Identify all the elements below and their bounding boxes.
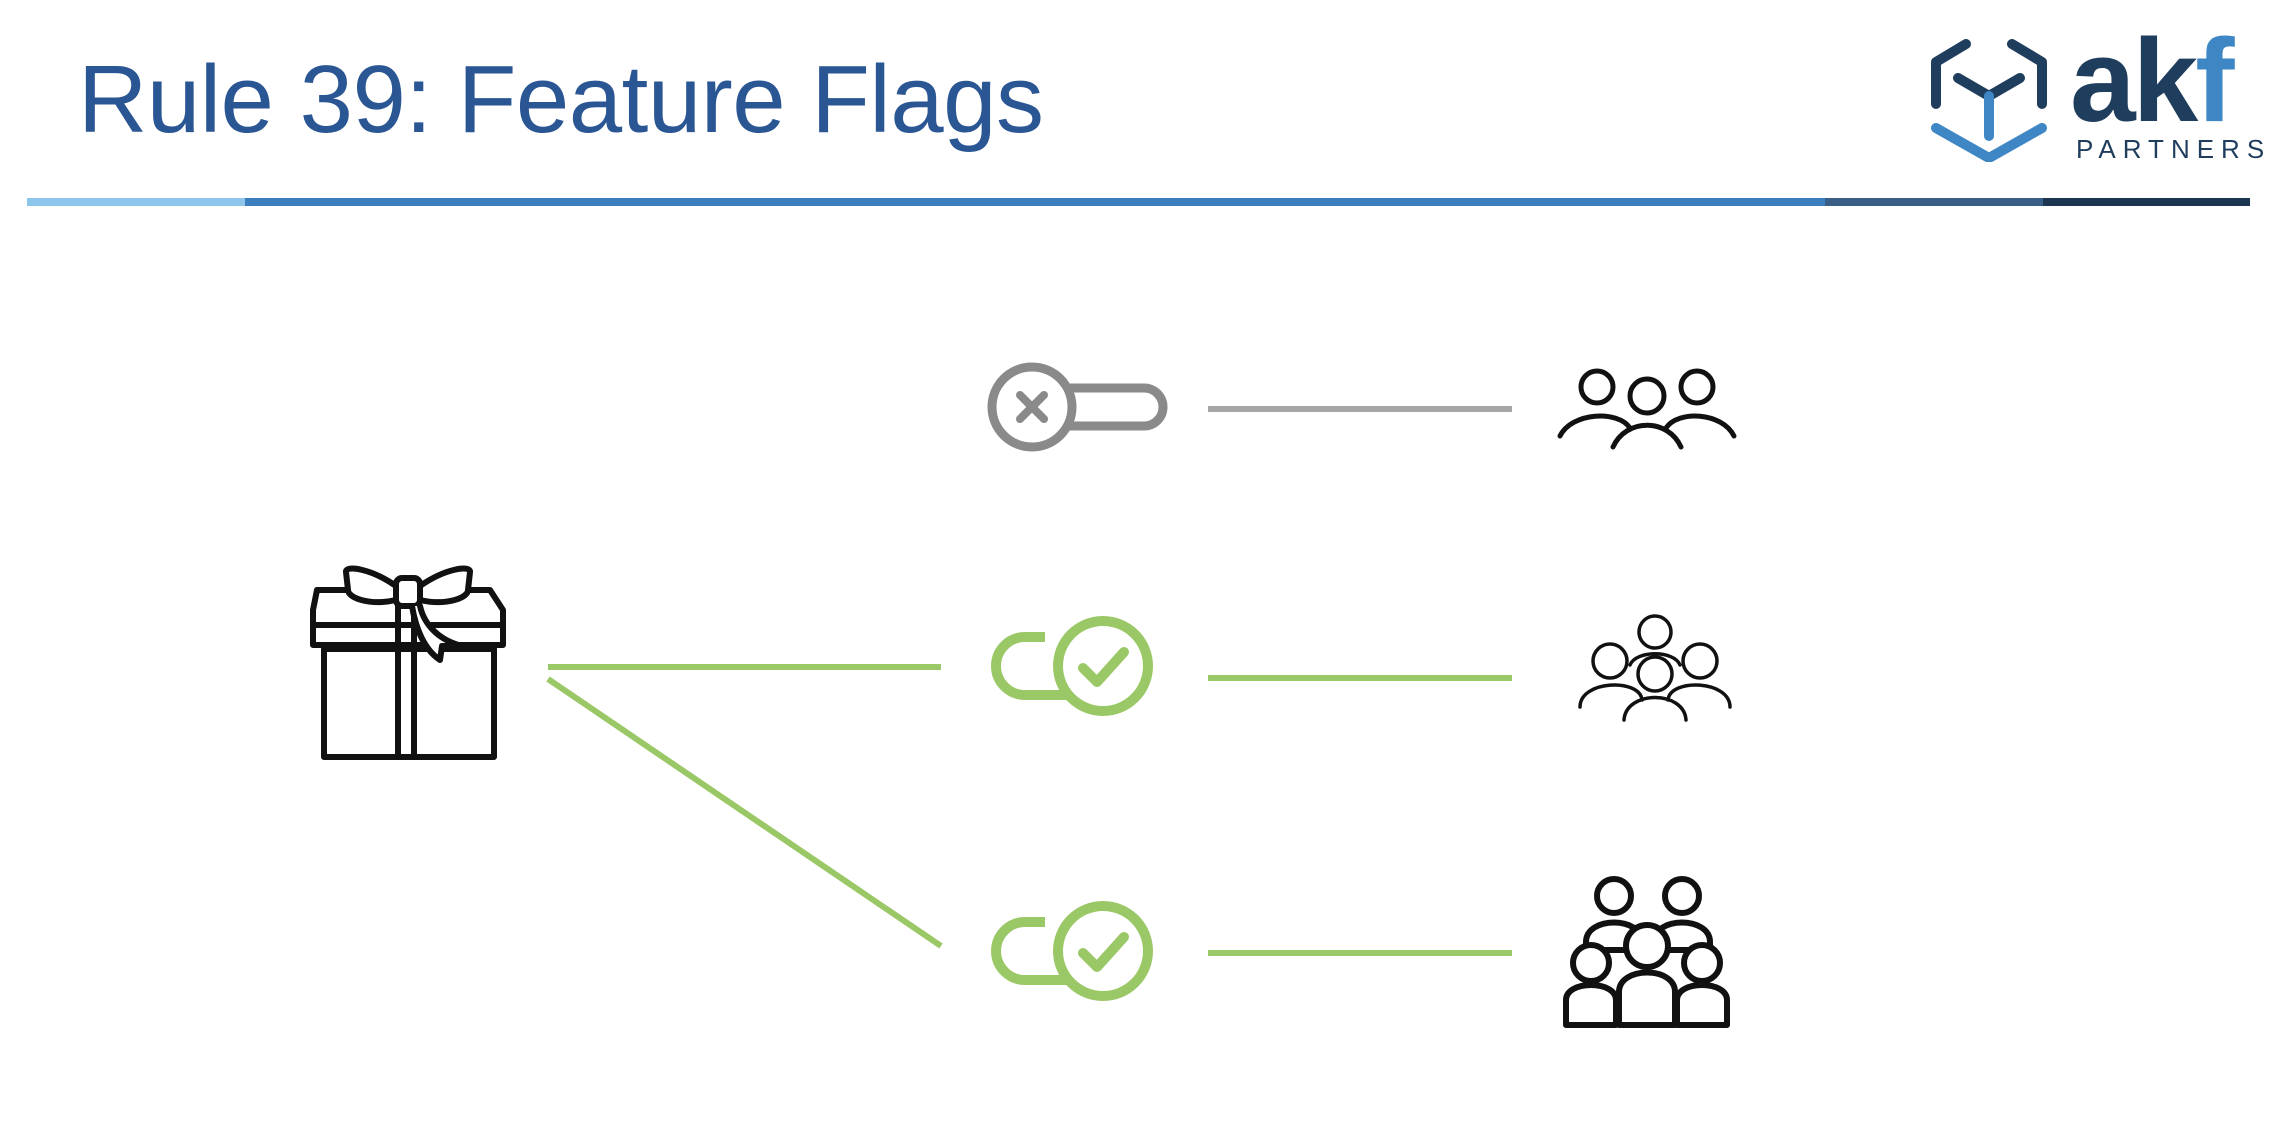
divider-segment bbox=[27, 198, 245, 206]
logo-subtitle: PARTNERS bbox=[2076, 134, 2272, 164]
cube-logo-icon bbox=[1931, 39, 2047, 162]
divider-segment bbox=[245, 198, 1825, 206]
toggle-on-icon bbox=[991, 901, 1153, 1001]
divider-segment bbox=[1825, 198, 2043, 206]
logo-wordmark: akf bbox=[2070, 15, 2235, 147]
user-group-bold-icon bbox=[1563, 876, 1730, 1028]
connector-line bbox=[546, 676, 943, 949]
header-divider bbox=[27, 198, 2250, 206]
user-group-outline-icon bbox=[1557, 368, 1737, 450]
divider-segment bbox=[2043, 198, 2250, 206]
toggle-on-icon bbox=[991, 616, 1153, 716]
user-group-thin-icon bbox=[1578, 614, 1732, 722]
toggle-off-icon bbox=[987, 362, 1168, 452]
gift-icon bbox=[310, 565, 506, 760]
akf-partners-logo: akf PARTNERS bbox=[1928, 15, 2264, 172]
page-title: Rule 39: Feature Flags bbox=[78, 46, 1044, 153]
